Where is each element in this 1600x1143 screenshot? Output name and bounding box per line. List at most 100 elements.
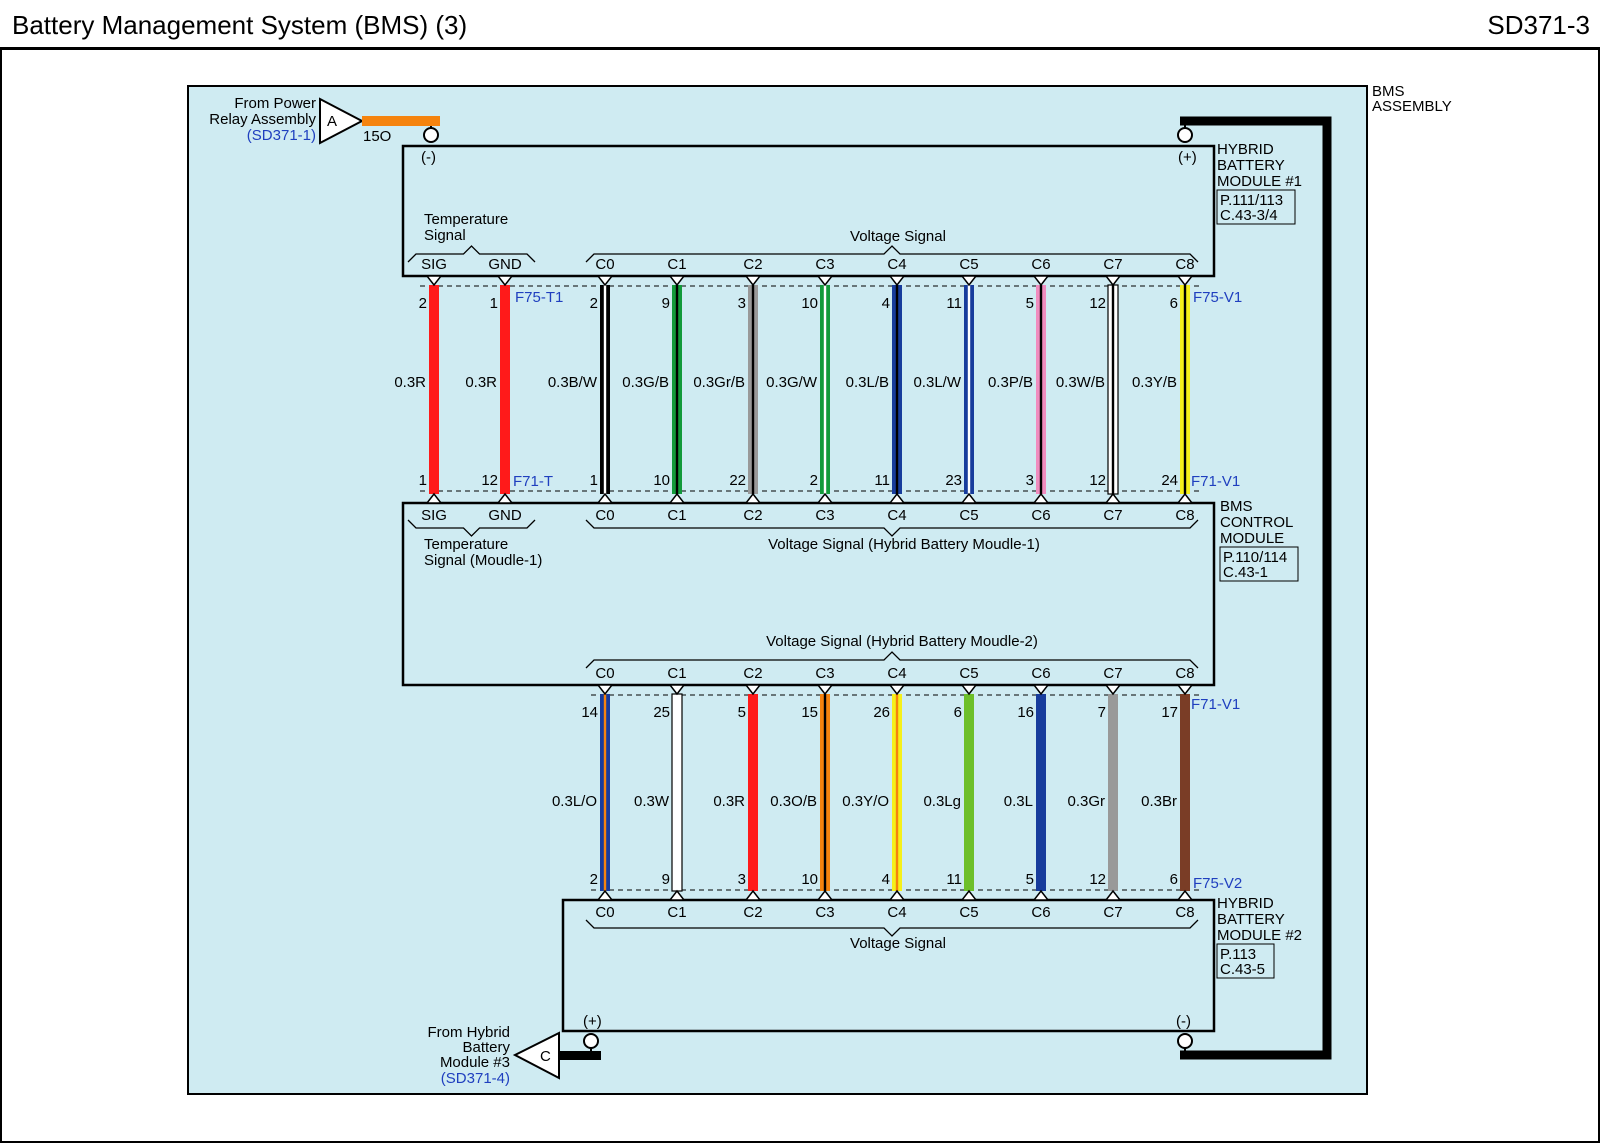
hybrid3-label-1: From Hybrid xyxy=(427,1024,510,1041)
bottom-upper-pin: 5 xyxy=(738,704,746,721)
top-lower-term: C8 xyxy=(1175,507,1194,524)
bottom-wire-spec: 0.3R xyxy=(713,793,745,810)
bottom-upper-pin: 6 xyxy=(954,704,962,721)
power-source-ref: (SD371-1) xyxy=(247,127,316,144)
top-upper-term: C8 xyxy=(1175,256,1194,273)
connector-f71-v1-top: F71-V1 xyxy=(1191,473,1240,490)
top-upper-pin-marker xyxy=(888,275,906,287)
top-lower-term: C6 xyxy=(1031,507,1050,524)
bottom-lower-pin-marker xyxy=(744,889,762,901)
top-lower-term: C7 xyxy=(1103,507,1122,524)
bottom-wire-c8 xyxy=(1180,694,1190,891)
top-wire-gnd xyxy=(500,285,510,494)
top-upper-pin: 11 xyxy=(946,295,962,312)
hbm2-ref-1: P.113 xyxy=(1220,946,1256,963)
top-lower-term: GND xyxy=(488,507,522,524)
diagram-frame xyxy=(0,50,1600,1143)
top-lower-pin: 11 xyxy=(874,472,890,489)
top-lower-pin-marker xyxy=(1104,492,1122,504)
top-lower-pin: 23 xyxy=(945,472,962,489)
top-upper-term: C7 xyxy=(1103,256,1122,273)
bottom-upper-term: C1 xyxy=(667,665,686,682)
top-lower-pin: 22 xyxy=(729,472,746,489)
bms-ctrl-temp-label-2: Signal (Moudle-1) xyxy=(424,552,542,569)
bms-ctrl-label-2: CONTROL xyxy=(1220,514,1293,531)
hybrid3-label-3: Module #3 xyxy=(440,1054,510,1071)
top-wire-spec: 0.3R xyxy=(465,374,497,391)
top-upper-term: C0 xyxy=(595,256,614,273)
hbm1-neg-terminal xyxy=(423,127,439,143)
connector-f75-v1: F75-V1 xyxy=(1193,289,1242,306)
hybrid3-label-2: Battery xyxy=(462,1039,510,1056)
top-lower-pin-marker xyxy=(425,492,443,504)
hbm2-ref-2: C.43-5 xyxy=(1220,961,1265,978)
hbm2-ref-box xyxy=(1216,943,1275,979)
bottom-lower-pin-marker xyxy=(1104,889,1122,901)
top-lower-term: C2 xyxy=(743,507,762,524)
bms-ctrl-ref-box xyxy=(1219,546,1299,582)
bottom-upper-term: C5 xyxy=(959,665,978,682)
bottom-upper-pin-marker xyxy=(744,684,762,696)
bottom-upper-pin-marker xyxy=(960,684,978,696)
bottom-lower-term: C8 xyxy=(1175,904,1194,921)
bottom-wire-spec: 0.3O/B xyxy=(770,793,817,810)
bottom-lower-pin-marker xyxy=(1176,889,1194,901)
top-wire-c2-stripe xyxy=(751,285,755,494)
hbm1-ref-2: C.43-3/4 xyxy=(1220,207,1278,224)
bms-ctrl-ref-2: C.43-1 xyxy=(1223,564,1268,581)
top-upper-pin: 10 xyxy=(801,295,818,312)
bottom-lower-pin: 11 xyxy=(946,871,962,888)
top-wire-spec: 0.3B/W xyxy=(548,374,598,391)
top-wire-spec: 0.3L/W xyxy=(913,374,961,391)
top-lower-pin-marker xyxy=(960,492,978,504)
top-upper-pin: 12 xyxy=(1089,295,1106,312)
top-lower-pin-marker xyxy=(1176,492,1194,504)
bottom-wire-spec: 0.3Gr xyxy=(1067,793,1105,810)
top-upper-pin-marker xyxy=(1104,275,1122,287)
hbm1-voltage-bracket xyxy=(585,245,1199,263)
connector-f75-t1: F75-T1 xyxy=(515,289,563,306)
hbm1-pos-terminal xyxy=(1177,127,1193,143)
top-upper-pin-marker xyxy=(1176,275,1194,287)
top-wire-c5-stripe xyxy=(967,285,971,494)
top-upper-pin-marker xyxy=(960,275,978,287)
top-wire-spec: 0.3Gr/B xyxy=(693,374,745,391)
bottom-lower-pin-marker xyxy=(1032,889,1050,901)
top-upper-term: C5 xyxy=(959,256,978,273)
bms-ctrl-voltage-label-2: Voltage Signal (Hybrid Battery Moudle-2) xyxy=(766,633,1038,650)
top-lower-pin-marker xyxy=(744,492,762,504)
bms-ctrl-temp-bracket xyxy=(407,519,536,537)
top-lower-pin-marker xyxy=(596,492,614,504)
bottom-wire-spec: 0.3Lg xyxy=(923,793,961,810)
top-wire-c1-stripe xyxy=(675,285,679,494)
main-positive-bus xyxy=(1180,116,1332,1060)
top-upper-pin: 6 xyxy=(1170,295,1178,312)
connector-f71-v1-bottom: F71-V1 xyxy=(1191,696,1240,713)
top-lower-term: SIG xyxy=(421,507,447,524)
bottom-lower-pin: 4 xyxy=(882,871,890,888)
bottom-upper-pin: 26 xyxy=(873,704,890,721)
top-lower-pin-marker xyxy=(496,492,514,504)
connector-f71-t: F71-T xyxy=(513,473,553,490)
hybrid3-ref: (SD371-4) xyxy=(441,1070,510,1087)
bottom-upper-pin-marker xyxy=(596,684,614,696)
diagram-code: SD371-3 xyxy=(1487,10,1590,40)
bms-ctrl-label-3: MODULE xyxy=(1220,530,1284,547)
top-upper-pin-marker xyxy=(744,275,762,287)
top-upper-pin: 3 xyxy=(738,295,746,312)
bottom-lower-pin: 10 xyxy=(801,871,818,888)
top-upper-pin: 9 xyxy=(662,295,670,312)
bottom-lower-term: C5 xyxy=(959,904,978,921)
top-upper-term: C2 xyxy=(743,256,762,273)
top-lower-pin: 1 xyxy=(590,472,598,489)
connector-a-arrow xyxy=(319,97,365,145)
top-wire-spec: 0.3G/B xyxy=(622,374,669,391)
bms-ctrl-voltage-bracket-2 xyxy=(585,651,1199,669)
bottom-wire-c0-stripe xyxy=(603,694,607,891)
top-wire-spec: 0.3R xyxy=(394,374,426,391)
bottom-lower-pin: 9 xyxy=(662,871,670,888)
bottom-wire-spec: 0.3L xyxy=(1004,793,1033,810)
bms-ctrl-temp-label-1: Temperature xyxy=(424,536,508,553)
top-lower-pin: 12 xyxy=(1089,472,1106,489)
hybrid-battery-module-1-box xyxy=(401,144,1216,278)
